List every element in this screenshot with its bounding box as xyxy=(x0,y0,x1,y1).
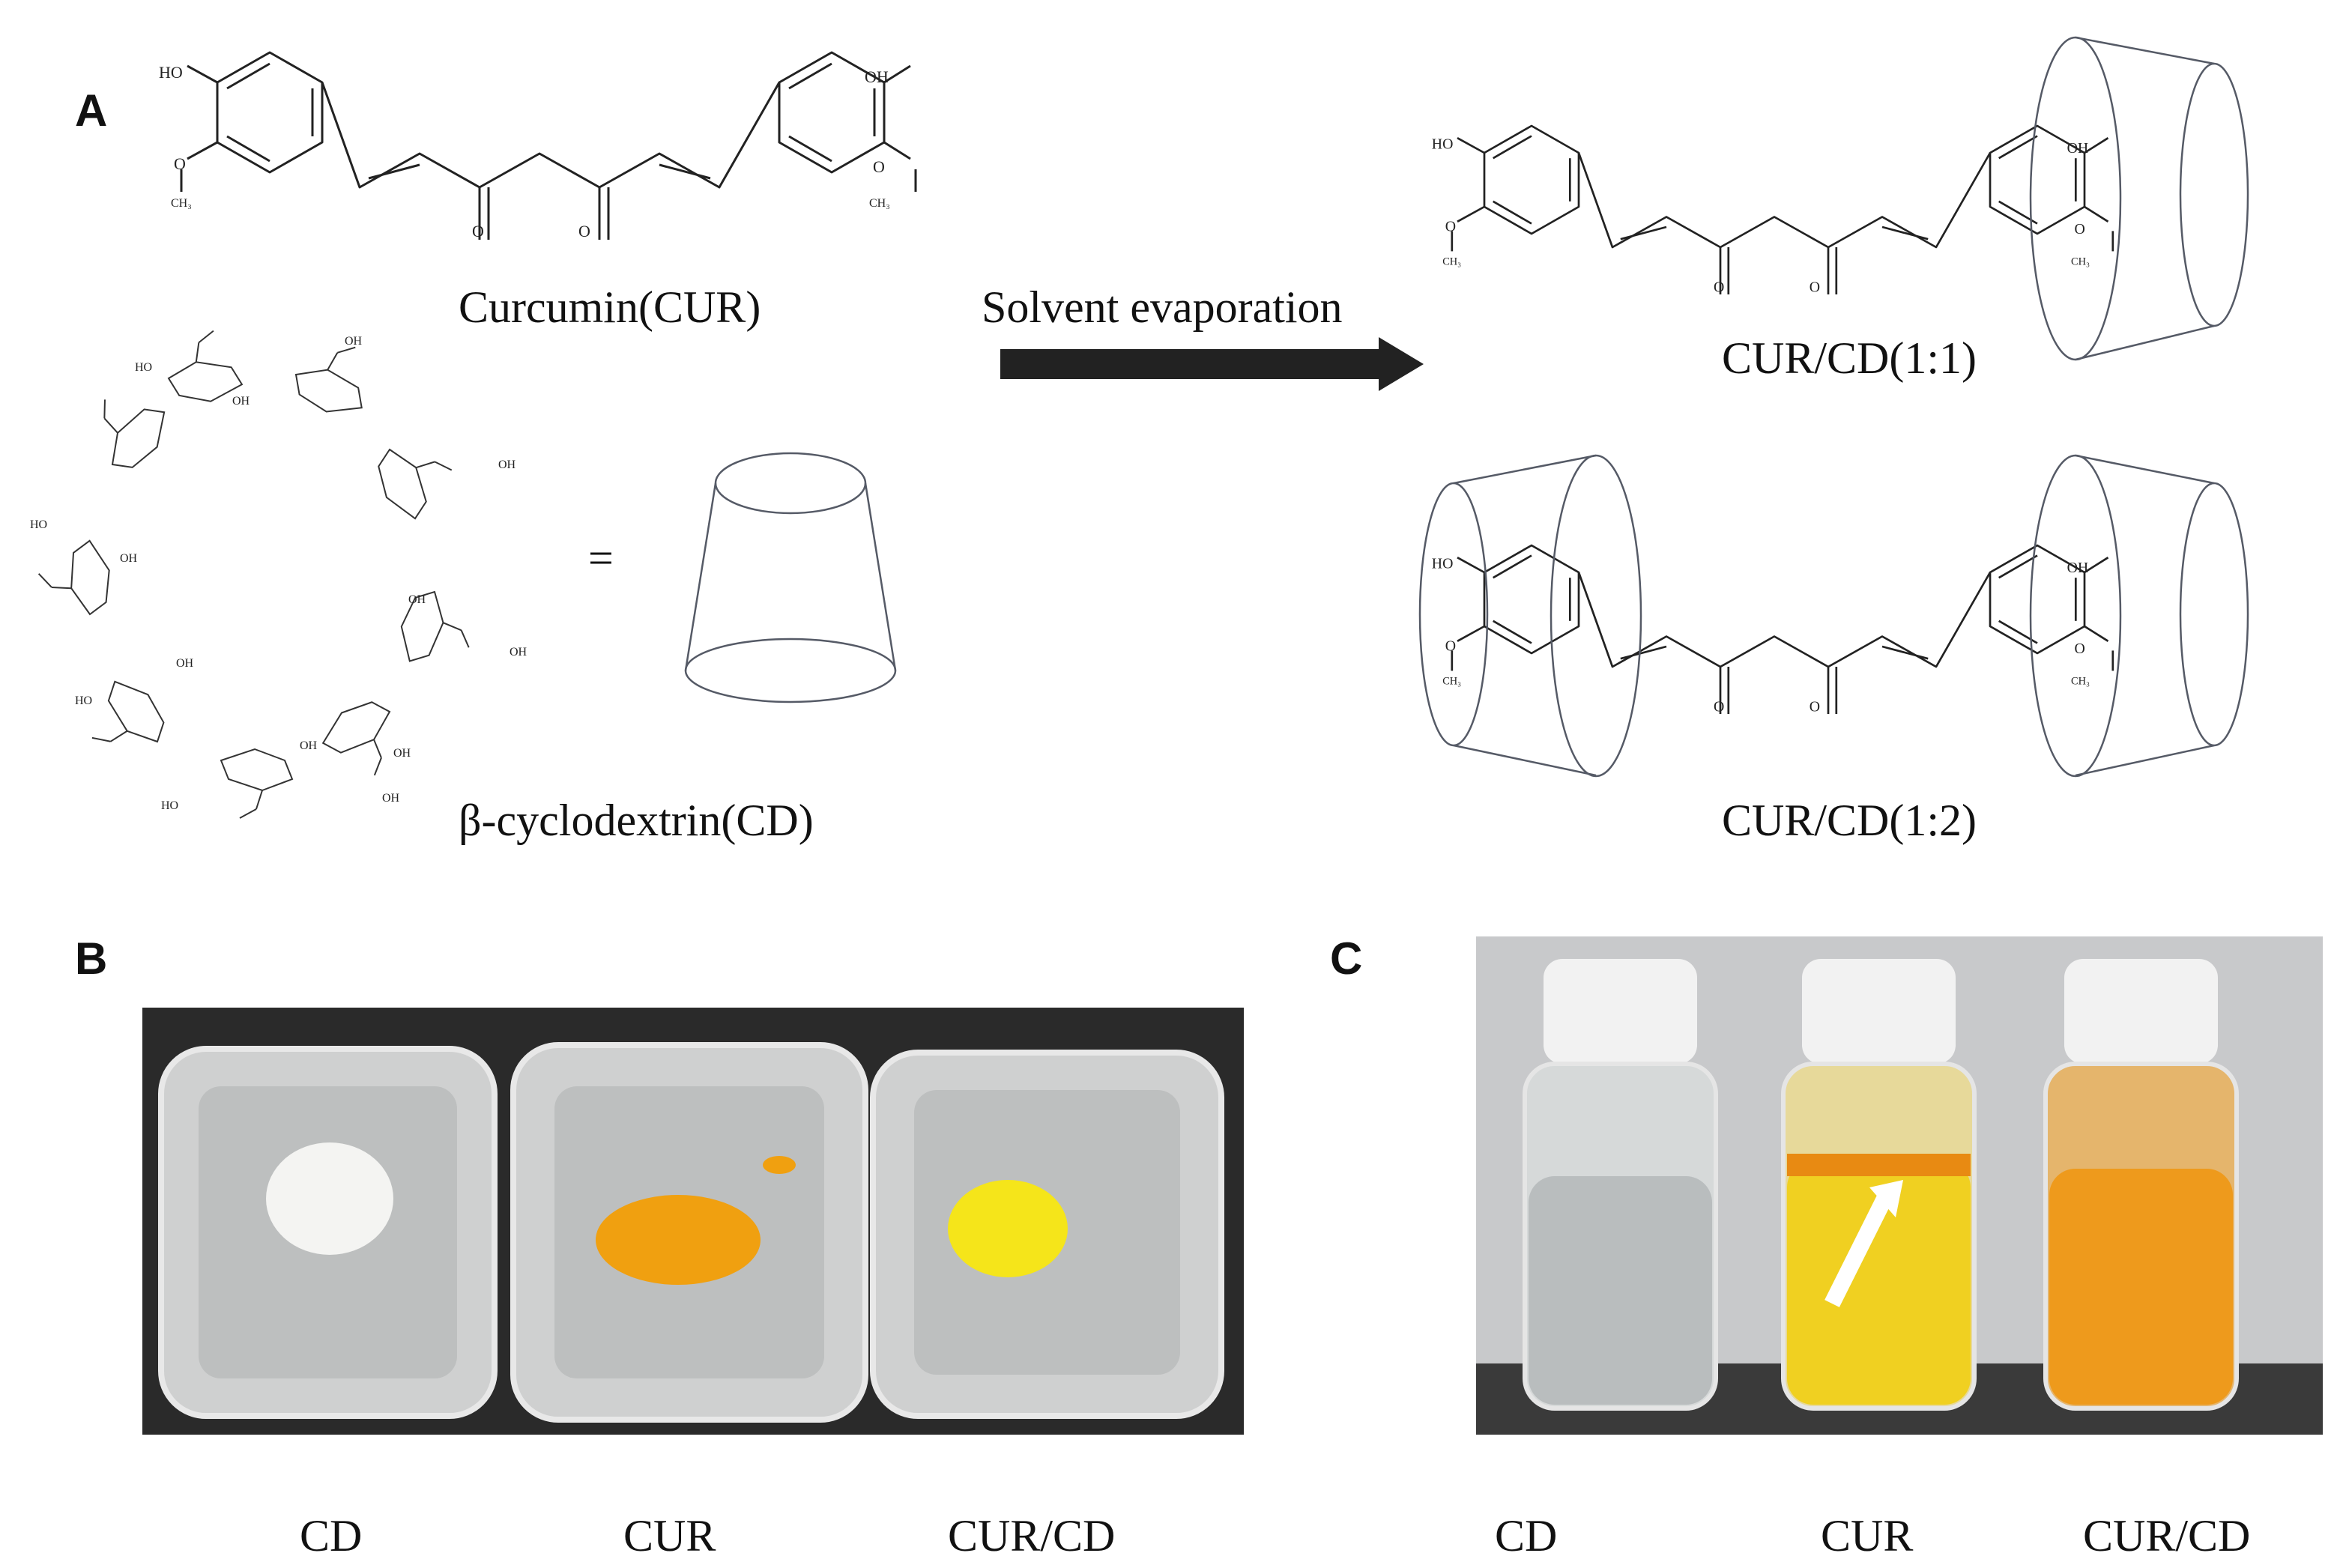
cyclodextrin-structure: HO OH OH OH OH OH OH HO HO OH HO OH OH O… xyxy=(30,327,527,819)
photo-c-caption-curcd: CUR/CD xyxy=(2083,1511,2250,1561)
c12-o-right: O xyxy=(2075,641,2085,657)
cur-powder-speck xyxy=(763,1156,796,1174)
cd-oh-5: OH xyxy=(510,646,527,659)
cyclodextrin-cone-icon xyxy=(684,452,897,703)
c12-o-k1: O xyxy=(1714,698,1724,715)
cd-oh-13: OH xyxy=(408,593,426,606)
cd-oh-12: OH xyxy=(176,657,194,670)
atom-ch3-right: CH₃ xyxy=(869,197,890,210)
atom-o-right: O xyxy=(873,157,885,176)
cyclodextrin-label: β-cyclodextrin(CD) xyxy=(459,796,814,845)
atom-ho-left: HO xyxy=(159,63,183,82)
complex-1-1-label: CUR/CD(1:1) xyxy=(1722,333,1977,383)
c11-o-left: O xyxy=(1445,218,1456,234)
cd-oh-9: HO xyxy=(30,518,47,531)
panel-label-a: A xyxy=(75,85,107,136)
atom-o-ketone-1: O xyxy=(472,222,484,240)
c11-o-k2: O xyxy=(1810,279,1820,295)
photo-b-caption-cur: CUR xyxy=(623,1511,716,1561)
cd-oh-10: OH xyxy=(120,552,138,565)
precipitate-arrow-icon xyxy=(1824,1195,1892,1307)
photo-b-caption-cd: CD xyxy=(300,1511,362,1561)
atom-ch3-left: CH₃ xyxy=(171,197,192,210)
c12-ho: HO xyxy=(1432,556,1454,572)
complex-1-2-right-cone-icon xyxy=(2029,454,2249,778)
panel-label-c: C xyxy=(1330,933,1362,984)
curcumin-structure: HO O CH₃ O O OH O CH₃ xyxy=(159,51,917,241)
cd-oh-14: OH xyxy=(300,739,318,752)
reaction-arrow xyxy=(1000,337,1424,391)
atom-oh-right: OH xyxy=(865,67,889,86)
photo-c-caption-cd: CD xyxy=(1495,1511,1557,1561)
cd-oh-2: OH xyxy=(345,335,363,348)
c12-ch3-left: CH₃ xyxy=(1442,675,1461,687)
c11-o-right: O xyxy=(2075,221,2085,237)
c11-o-k1: O xyxy=(1714,279,1724,295)
photo-powders xyxy=(142,1008,1244,1435)
c12-o-left: O xyxy=(1445,638,1456,654)
curcd-powder xyxy=(948,1180,1068,1277)
cd-oh-8: HO xyxy=(161,799,178,812)
arrow-label: Solvent evaporation xyxy=(982,282,1343,332)
complex-1-2-label: CUR/CD(1:2) xyxy=(1722,796,1977,845)
complex-1-1-structure: HO O CH₃ O O OH O CH₃ xyxy=(1432,124,2114,295)
c11-ho: HO xyxy=(1432,136,1454,153)
cd-oh-4: OH xyxy=(498,458,516,471)
cd-oh-7: OH xyxy=(382,792,400,805)
c12-o-k2: O xyxy=(1810,698,1820,715)
panel-label-b: B xyxy=(75,933,107,984)
cd-powder xyxy=(266,1142,393,1255)
curcumin-label: Curcumin(CUR) xyxy=(459,282,761,332)
atom-o-left: O xyxy=(174,154,186,173)
c12-ch3-right: CH₃ xyxy=(2071,675,2090,687)
atom-o-ketone-2: O xyxy=(578,222,590,240)
photo-c-caption-cur: CUR xyxy=(1821,1511,1913,1561)
complex-1-2-structure: HO O CH₃ O O OH O CH₃ xyxy=(1432,544,2114,715)
photo-vials xyxy=(1476,936,2323,1435)
c12-oh: OH xyxy=(2067,560,2089,576)
equals-sign: = xyxy=(588,533,614,583)
cd-oh-3: OH xyxy=(232,395,250,408)
complex-1-2-left-cone-icon xyxy=(1418,454,1642,778)
cd-oh-11: HO xyxy=(75,694,92,707)
cur-powder xyxy=(596,1195,761,1285)
c11-ch3-left: CH₃ xyxy=(1442,255,1461,267)
cd-oh-1: HO xyxy=(135,361,152,374)
photo-b-caption-curcd: CUR/CD xyxy=(948,1511,1115,1561)
complex-1-1-cone-icon xyxy=(2029,36,2249,361)
cd-oh-6: OH xyxy=(393,747,411,760)
c11-ch3-right: CH₃ xyxy=(2071,255,2090,267)
c11-oh: OH xyxy=(2067,140,2089,157)
